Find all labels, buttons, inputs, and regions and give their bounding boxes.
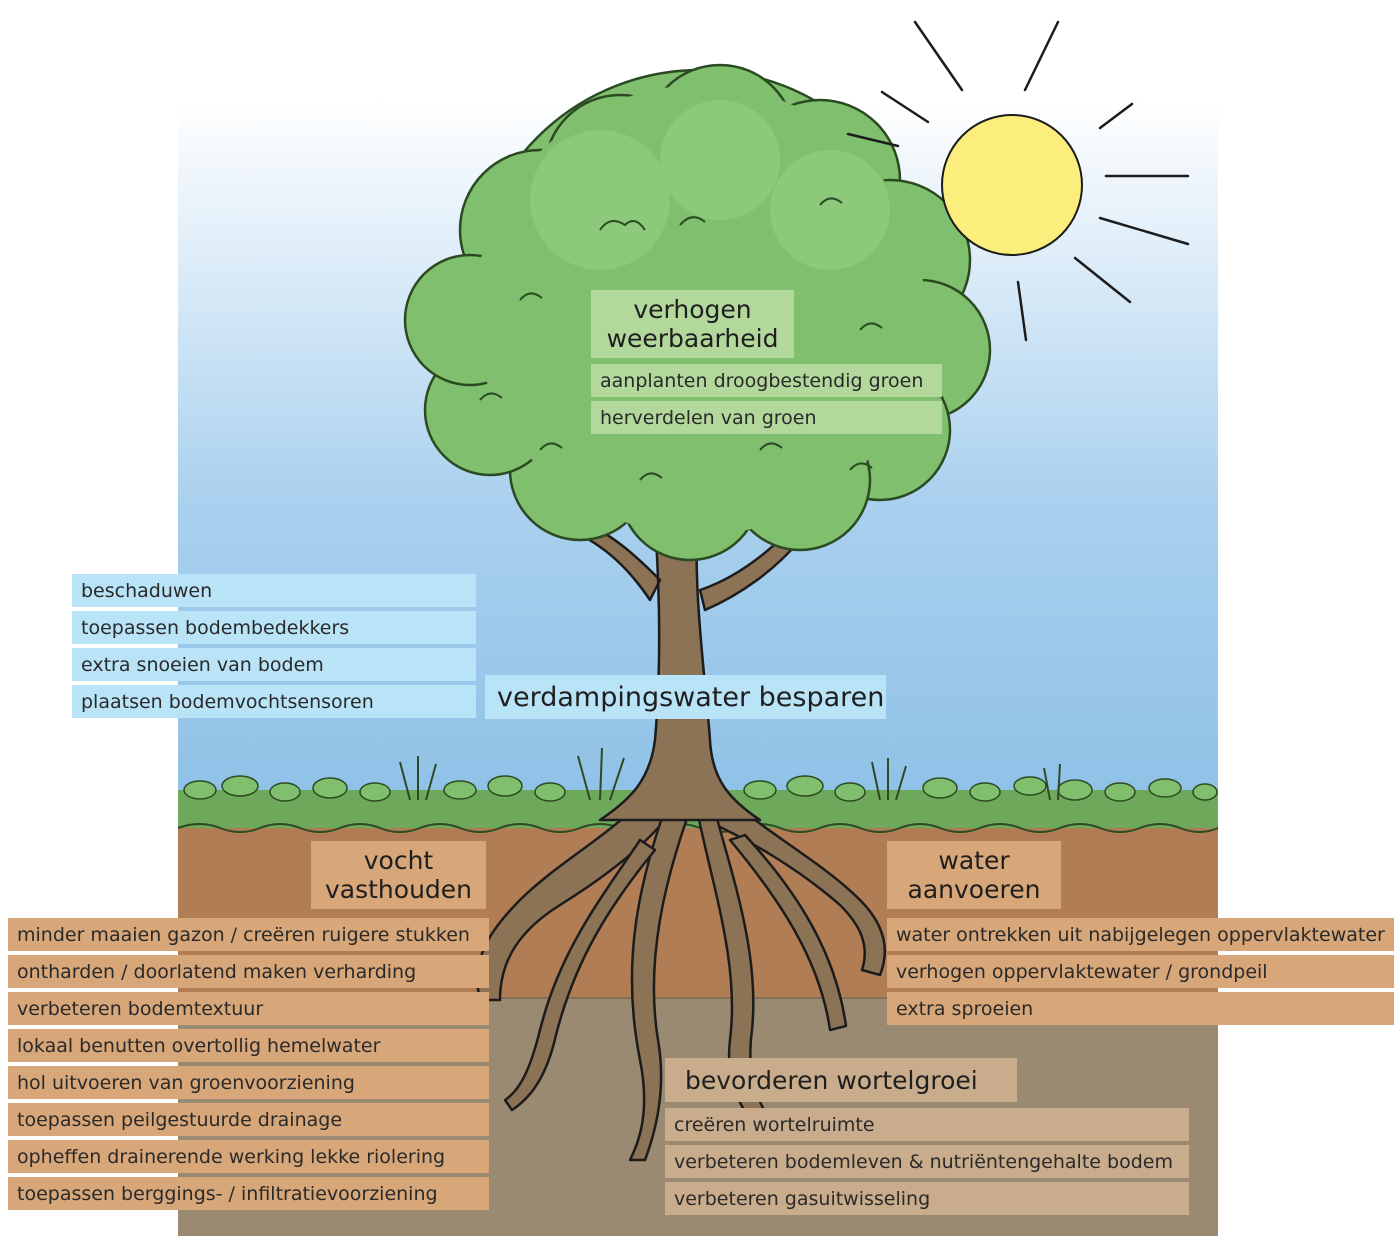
supply-item-3: extra sproeien (887, 992, 1394, 1025)
supply-title-line1: water (938, 846, 1010, 875)
supply-item-2: verhogen oppervlaktewater / grondpeil (887, 955, 1394, 988)
retain-item-3: verbeteren bodemtextuur (8, 992, 489, 1025)
retain-item-1: minder maaien gazon / creëren ruigere st… (8, 918, 489, 951)
supply-item-1: water ontrekken uit nabijgelegen oppervl… (887, 918, 1394, 951)
retain-item-6: toepassen peilgestuurde drainage (8, 1103, 489, 1136)
roots (476, 788, 887, 1162)
roots-item-2: verbeteren bodemleven & nutriëntengehalt… (665, 1145, 1189, 1178)
retain-item-5: hol uitvoeren van groenvoorziening (8, 1066, 489, 1099)
retain-item-7: opheffen drainerende werking lekke riole… (8, 1140, 489, 1173)
evaporation-title: verdampingswater besparen (485, 675, 886, 719)
roots-title: bevorderen wortelgroei (665, 1058, 1017, 1102)
roots-item-3: verbeteren gasuitwisseling (665, 1182, 1189, 1215)
canopy-item-1: aanplanten droogbestendig groen (591, 364, 942, 397)
canopy-title-line2: weerbaarheid (606, 324, 779, 353)
retain-title-line1: vocht (363, 846, 434, 875)
supply-title-line2: aanvoeren (907, 875, 1041, 904)
retain-item-2: ontharden / doorlatend maken verharding (8, 955, 489, 988)
retain-item-8: toepassen berggings- / infiltratievoorzi… (8, 1177, 489, 1210)
supply-title: water aanvoeren (887, 841, 1061, 909)
evaporation-item-2: toepassen bodembedekkers (72, 611, 476, 644)
canopy-title-line1: verhogen (633, 295, 752, 324)
evaporation-item-4: plaatsen bodemvochtsensoren (72, 685, 476, 718)
retain-title: vocht vasthouden (311, 841, 486, 909)
retain-title-line2: vasthouden (324, 875, 473, 904)
sun-icon (846, 20, 1190, 342)
canopy-title: verhogen weerbaarheid (591, 290, 794, 358)
roots-item-1: creëren wortelruimte (665, 1108, 1189, 1141)
canopy-item-2: herverdelen van groen (591, 401, 942, 434)
evaporation-item-3: extra snoeien van bodem (72, 648, 476, 681)
retain-item-4: lokaal benutten overtollig hemelwater (8, 1029, 489, 1062)
evaporation-item-1: beschaduwen (72, 574, 476, 607)
